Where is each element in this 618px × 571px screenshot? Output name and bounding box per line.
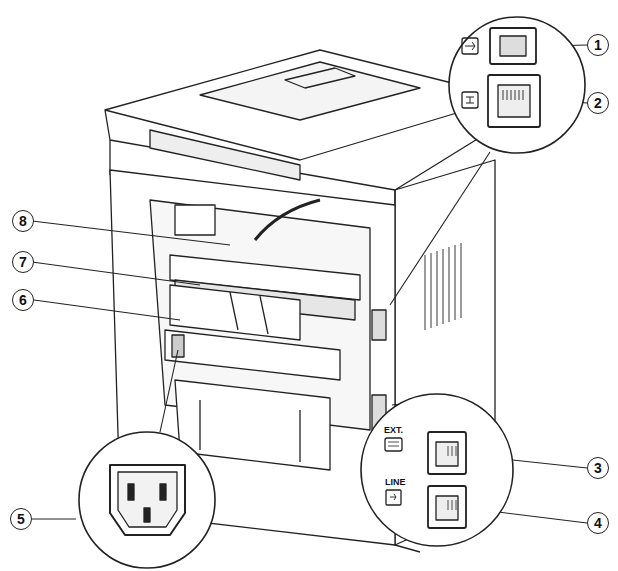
zoom-circle [390, 494, 396, 500]
zoom-circle [361, 394, 513, 546]
zoom-circle [361, 394, 513, 546]
zoom-circle [79, 432, 215, 568]
zoom-circle [448, 446, 456, 456]
callout-number: 2 [587, 92, 609, 114]
zoom-circle [462, 92, 478, 108]
rear-face [299, 410, 300, 462]
rear-face [230, 292, 238, 330]
side-panel [455, 245, 456, 320]
leader-line [34, 300, 180, 320]
leader-line [32, 262, 200, 285]
callout-number: 5 [10, 508, 32, 530]
zoom-circle [488, 75, 540, 127]
zoom-circle [388, 442, 399, 446]
zoom-circle [490, 28, 536, 64]
rear-face [165, 330, 340, 380]
side-panel [443, 249, 444, 324]
zoom-circle [500, 36, 526, 56]
zoom-circle [462, 38, 478, 54]
leader-line [160, 350, 178, 432]
zoom-circle [428, 486, 466, 528]
scanner-unit [105, 50, 500, 190]
rear-face [175, 205, 215, 235]
rear-face [255, 200, 320, 240]
callout-number: 3 [587, 457, 609, 479]
zoom-circle [144, 508, 150, 522]
port-label: LINE [385, 477, 406, 487]
rear-face [260, 296, 268, 334]
side-panel [425, 255, 426, 330]
zoom-circle [466, 97, 474, 103]
port-label: EXT. [384, 425, 403, 435]
rear-face [395, 545, 420, 552]
zoom-circle [128, 484, 134, 500]
callout-number: 8 [12, 210, 34, 232]
callout-number: 6 [12, 289, 34, 311]
side-panel [437, 251, 438, 326]
side-panel [431, 253, 432, 328]
zoom-circle [503, 90, 523, 100]
zoom-circle [428, 432, 466, 474]
zoom-circle [448, 500, 456, 510]
leader-line [32, 221, 230, 245]
callout-number: 7 [12, 251, 34, 273]
scanner-unit [394, 190, 395, 205]
side-panel [449, 247, 450, 322]
zoom-circle [449, 17, 585, 153]
zoom-circle [110, 465, 185, 535]
zoom-circle [160, 484, 166, 500]
scanner-unit [285, 68, 355, 88]
zoom-circle [436, 442, 458, 466]
scanner-unit [150, 130, 300, 180]
zoom-circle [79, 432, 215, 568]
zoom-circle [436, 496, 458, 520]
rear-face [110, 170, 395, 545]
zoom-circle [386, 490, 401, 505]
rear-face [199, 400, 200, 450]
zoom-circle [118, 472, 177, 527]
rear-face [372, 310, 386, 340]
callout-number: 4 [587, 512, 609, 534]
leader-line [32, 518, 76, 519]
side-panel [461, 243, 462, 318]
rear-face [170, 285, 300, 340]
zoom-circle [465, 42, 475, 50]
zoom-circle [385, 438, 402, 451]
zoom-circle [498, 85, 530, 117]
leader-line [390, 152, 490, 305]
callout-number: 1 [587, 34, 609, 56]
zoom-circle [449, 17, 585, 153]
rear-face [172, 335, 184, 357]
scanner-unit [200, 62, 420, 120]
